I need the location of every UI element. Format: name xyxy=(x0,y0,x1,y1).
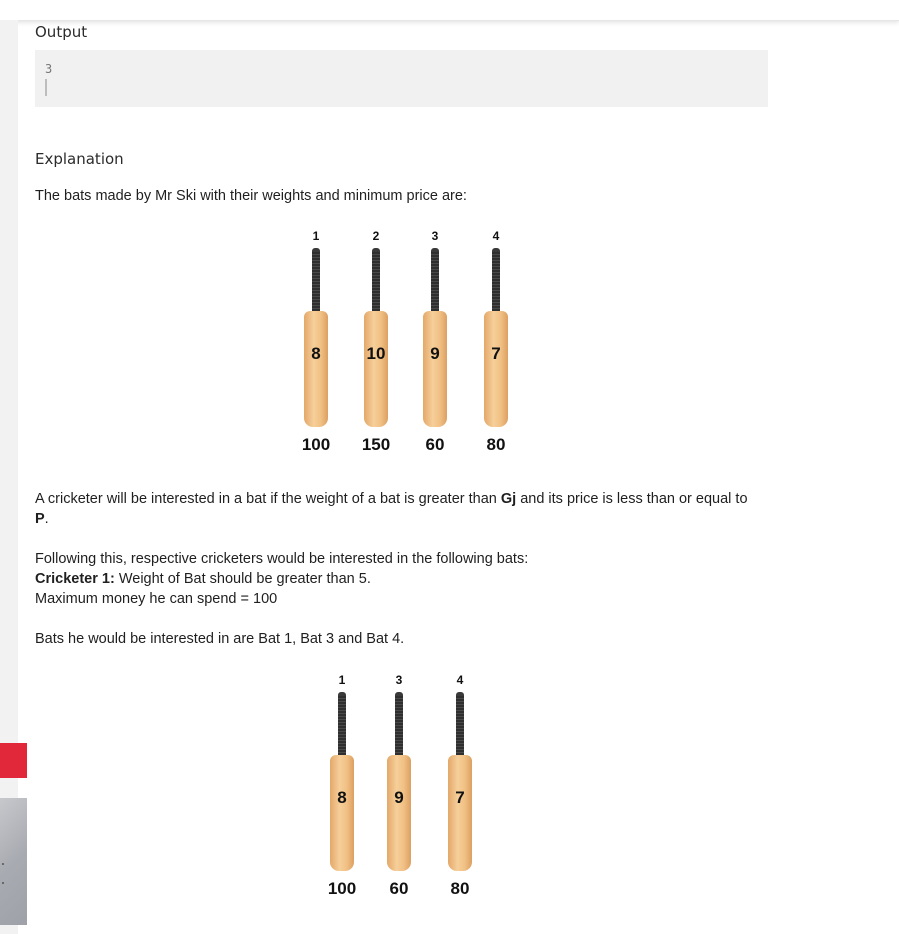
bat-knob xyxy=(312,248,320,255)
bat-knob xyxy=(338,692,346,699)
bat-handle xyxy=(456,696,464,757)
intro-text: The bats made by Mr Ski with their weigh… xyxy=(35,188,467,204)
bat-blade xyxy=(387,755,411,871)
bat-number: 4 xyxy=(492,229,500,243)
output-heading: Output xyxy=(35,23,88,41)
bat-handle xyxy=(492,252,500,313)
rule-middle: and its price is less than or equal to xyxy=(516,491,748,507)
bat-weight: 9 xyxy=(430,344,440,363)
rule-text: A cricketer will be interested in a bat … xyxy=(35,489,775,529)
bat-blade xyxy=(304,311,328,427)
output-value: 3 xyxy=(45,62,53,76)
bat-knob xyxy=(492,248,500,255)
bat-handle xyxy=(338,696,346,757)
bat-weight: 9 xyxy=(394,788,404,807)
bat-price: 60 xyxy=(425,435,445,454)
bat-weight: 7 xyxy=(455,788,465,807)
bat-handle xyxy=(431,252,439,313)
bat-price: 100 xyxy=(327,879,357,898)
rail-dot xyxy=(2,882,4,884)
bat-weight: 8 xyxy=(337,788,347,807)
bat-blade xyxy=(448,755,472,871)
bat-knob xyxy=(456,692,464,699)
bat-price: 150 xyxy=(361,435,391,454)
bat-number: 2 xyxy=(372,229,380,243)
bat-blade xyxy=(484,311,508,427)
bat-number: 3 xyxy=(431,229,439,243)
bat-handle xyxy=(312,252,320,313)
rail-dot xyxy=(2,863,4,865)
bat-number: 1 xyxy=(338,673,346,687)
all-bats-figure: 1 8 100 2 10 150 3 9 60 4 7 80 xyxy=(0,229,899,469)
rule-p: P xyxy=(35,511,45,527)
cricketer1-label: Cricketer 1: xyxy=(35,571,115,587)
rule-gj: Gj xyxy=(500,491,517,507)
bat-price: 60 xyxy=(389,879,409,898)
bats-interested-text: Bats he would be interested in are Bat 1… xyxy=(35,631,405,647)
cricketer1-text: Weight of Bat should be greater than 5. xyxy=(114,571,371,587)
bat-price: 80 xyxy=(486,435,506,454)
bat-handle xyxy=(395,696,403,757)
bat-blade xyxy=(330,755,354,871)
sidebar-red-tab[interactable] xyxy=(0,743,27,778)
bat-price: 80 xyxy=(450,879,470,898)
bat-number: 3 xyxy=(395,673,403,687)
bat-weight: 8 xyxy=(311,344,321,363)
top-bar xyxy=(0,0,899,21)
following-text: Following this, respective cricketers wo… xyxy=(35,551,529,567)
bat-knob xyxy=(395,692,403,699)
bat-blade xyxy=(364,311,388,427)
rule-prefix: A cricketer will be interested in a bat … xyxy=(35,491,501,507)
bat-number: 1 xyxy=(312,229,320,243)
left-rail xyxy=(0,20,18,934)
output-box[interactable]: 3 xyxy=(35,50,768,107)
bat-weight: 7 xyxy=(491,344,501,363)
cricketer-block: Following this, respective cricketers wo… xyxy=(35,549,775,609)
explanation-heading: Explanation xyxy=(35,150,124,168)
rule-end: . xyxy=(44,511,49,527)
text-caret xyxy=(45,79,47,96)
sidebar-thumbnail[interactable] xyxy=(0,798,27,925)
bat-price: 100 xyxy=(301,435,331,454)
bat-knob xyxy=(431,248,439,255)
cricketer1-line: Cricketer 1: Weight of Bat should be gre… xyxy=(35,569,775,589)
bat-number: 4 xyxy=(456,673,464,687)
bat-handle xyxy=(372,252,380,313)
bat-knob xyxy=(372,248,380,255)
max-money-text: Maximum money he can spend = 100 xyxy=(35,591,278,607)
bat-weight: 10 xyxy=(366,344,386,363)
selected-bats-figure: 1 8 100 3 9 60 4 7 80 xyxy=(0,673,899,913)
bat-blade xyxy=(423,311,447,427)
